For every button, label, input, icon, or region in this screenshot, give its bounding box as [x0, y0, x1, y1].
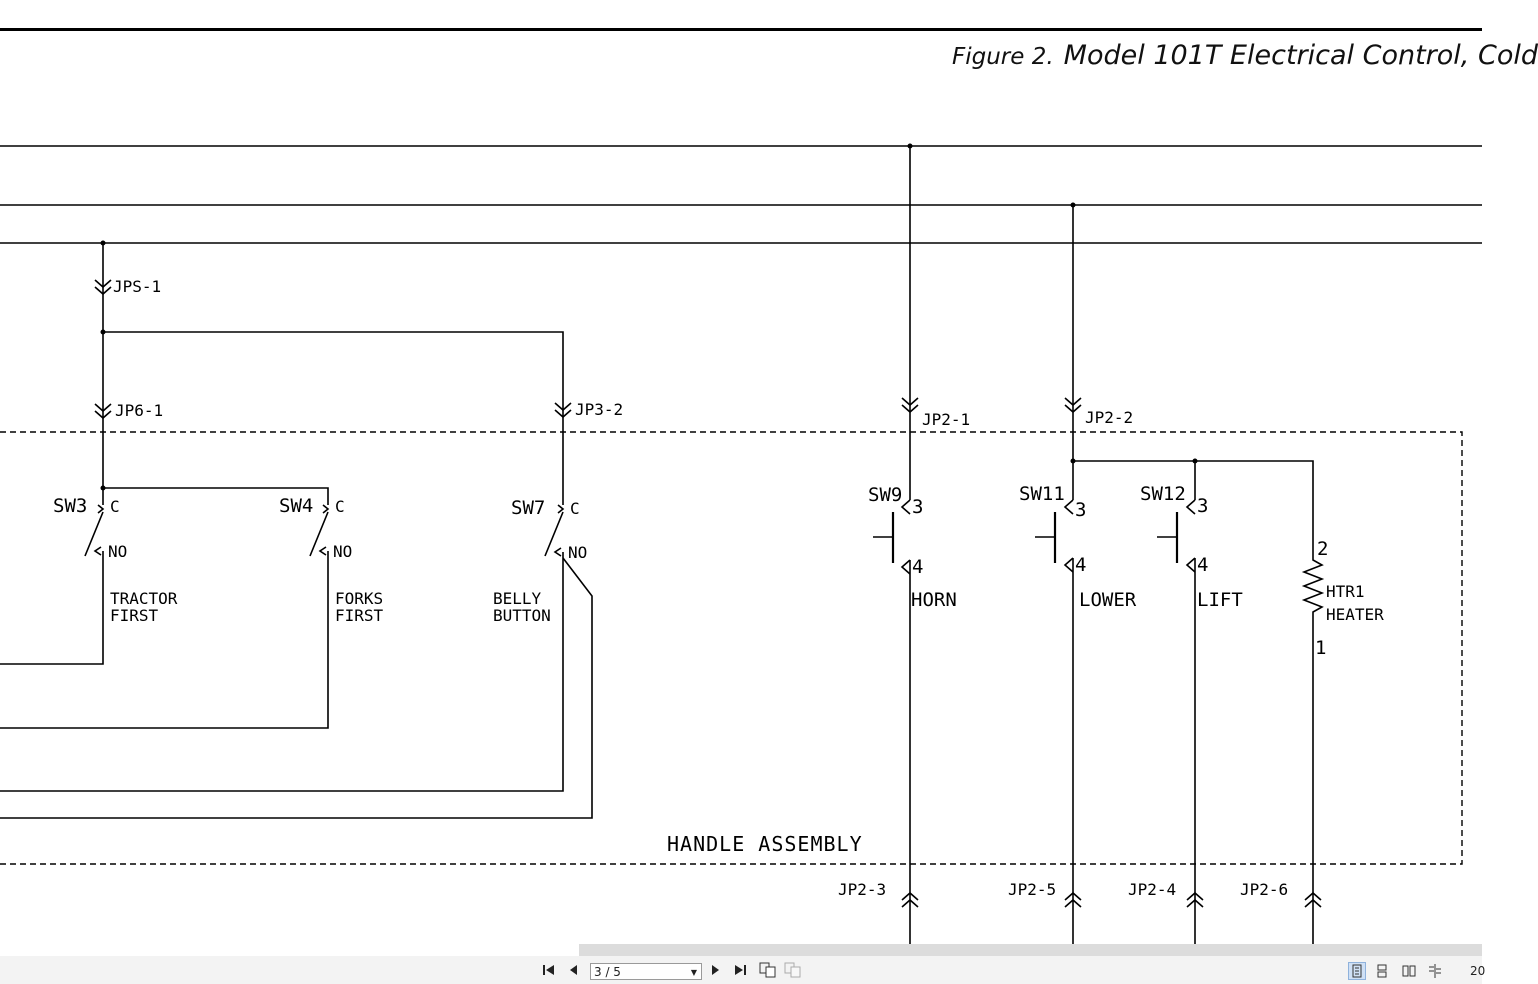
label-jp2-3: JP2-3 [838, 880, 886, 899]
sw11-pin-4: 4 [1075, 554, 1086, 576]
sw12-pin-3: 3 [1197, 495, 1208, 517]
sw3-contact [84, 511, 104, 557]
sw4-contact [309, 511, 329, 557]
sw7-no: NO [568, 543, 587, 562]
heater-resistor [1301, 545, 1325, 944]
label-jp2-2: JP2-2 [1085, 408, 1133, 427]
connector-arrow-jp2-2 [1064, 397, 1082, 414]
next-page-icon [712, 965, 719, 975]
sw7-contact [544, 511, 564, 557]
continuous-page-icon [1377, 964, 1387, 978]
sw7-label-1: BELLY [493, 589, 542, 608]
sw7-c: C [570, 499, 580, 518]
handle-assembly-label: HANDLE ASSEMBLY [667, 832, 863, 856]
connector-arrow-jp2-1 [901, 397, 919, 414]
first-page-button[interactable] [540, 960, 558, 980]
figure-number: Figure 2. [952, 44, 1054, 70]
label-jp3-2: JP3-2 [575, 400, 623, 419]
page-number-value: 3 / 5 [594, 965, 621, 979]
two-page-view-button[interactable] [1400, 962, 1418, 980]
connector-arrow-jp2-5 [1064, 891, 1082, 908]
handle-assembly-boundary [0, 431, 1463, 865]
sw3-id: SW3 [53, 495, 87, 517]
duplicate-page-icon [784, 962, 801, 978]
page-top-rule [0, 28, 1482, 31]
prev-page-button[interactable] [565, 960, 581, 980]
viewer-toolbar [0, 956, 1482, 984]
label-jp2-4: JP2-4 [1128, 880, 1176, 899]
electrical-schematic: JPS-1 JP6-1 JP3-2 SW3 C NO TRACTOR FIRST… [0, 143, 1482, 944]
connector-arrow-jp6-1 [94, 403, 112, 420]
sw4-label-2: FIRST [335, 606, 384, 625]
label-jp2-5: JP2-5 [1008, 880, 1056, 899]
sw11-pin-3: 3 [1075, 499, 1086, 521]
copy-page-icon [759, 962, 776, 978]
figure-title: Figure 2. Model 101T Electrical Control, … [952, 40, 1538, 71]
connector-arrow-jp3-2 [554, 402, 572, 419]
connector-arrow-jp2-4 [1186, 891, 1204, 908]
single-page-icon [1352, 964, 1362, 978]
sw12-id: SW12 [1140, 483, 1186, 505]
sw9-pin-3: 3 [912, 496, 923, 518]
label-jp2-1: JP2-1 [922, 410, 970, 429]
sw7-label-2: BUTTON [493, 606, 551, 625]
sw4-label-1: FORKS [335, 589, 383, 608]
page-number-select[interactable]: 3 / 5 ▼ [590, 963, 702, 980]
continuous-view-button[interactable] [1373, 962, 1391, 980]
sw3-c: C [110, 497, 120, 516]
sw9-id: SW9 [868, 484, 902, 506]
horizontal-scrollbar[interactable] [579, 944, 1482, 956]
next-page-button[interactable] [708, 960, 724, 980]
htr1-id: HTR1 [1326, 582, 1365, 601]
document-viewer[interactable]: Figure 2. Model 101T Electrical Control, … [0, 0, 1538, 944]
prev-page-icon [570, 965, 577, 975]
last-page-button[interactable] [731, 960, 749, 980]
sw9-label: HORN [911, 589, 957, 611]
connector-arrow-jps1 [94, 279, 112, 296]
sw4-no: NO [333, 542, 352, 561]
sw3-label-2: FIRST [110, 606, 159, 625]
last-page-icon [735, 965, 746, 975]
sw9-pin-4: 4 [912, 556, 923, 578]
chevron-down-icon: ▼ [690, 968, 697, 977]
first-page-icon [543, 965, 554, 975]
single-page-view-button[interactable] [1348, 962, 1366, 980]
two-page-continuous-button[interactable] [1426, 962, 1444, 980]
sw3-no: NO [108, 542, 127, 561]
sw7-id: SW7 [511, 497, 545, 519]
htr1-pin-1: 1 [1315, 637, 1326, 659]
label-jps-1: JPS-1 [113, 277, 161, 296]
connector-arrow-jp2-3 [901, 891, 919, 908]
sw12-label: LIFT [1197, 589, 1243, 611]
connector-arrow-jp2-6 [1304, 891, 1322, 908]
copy-page-button[interactable] [758, 960, 778, 980]
figure-caption: Model 101T Electrical Control, Cold [1063, 40, 1538, 71]
sw3-label-1: TRACTOR [110, 589, 178, 608]
sw11-id: SW11 [1019, 483, 1065, 505]
two-page-continuous-icon [1429, 964, 1441, 978]
htr1-pin-2: 2 [1317, 538, 1328, 560]
zoom-level-text[interactable]: 20 [1470, 964, 1486, 978]
paste-page-button[interactable] [783, 960, 803, 980]
sw11-label: LOWER [1079, 589, 1137, 611]
htr1-name: HEATER [1326, 605, 1384, 624]
sw4-id: SW4 [279, 495, 313, 517]
two-page-icon [1402, 965, 1416, 977]
label-jp2-6: JP2-6 [1240, 880, 1288, 899]
sw4-c: C [335, 497, 345, 516]
sw12-pin-4: 4 [1197, 554, 1208, 576]
label-jp6-1: JP6-1 [115, 401, 163, 420]
